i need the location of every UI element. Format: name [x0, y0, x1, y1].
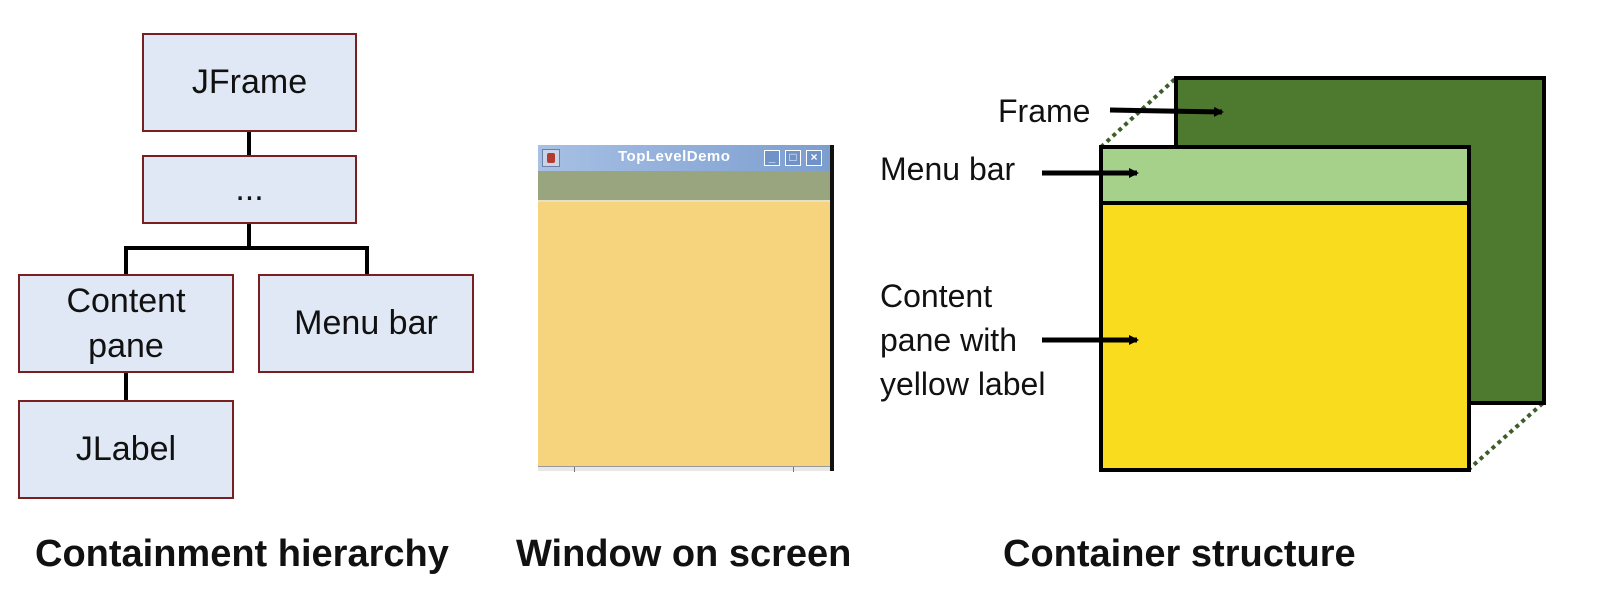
node-ellipsis-label: ... [235, 170, 264, 209]
content-pane-label-line1: Content [880, 278, 993, 314]
bottom-tick-left [574, 467, 575, 472]
node-jlabel: JLabel [18, 400, 234, 499]
bottom-tick-right [793, 467, 794, 472]
java-app-icon [542, 149, 560, 167]
maximize-icon[interactable]: □ [785, 150, 801, 166]
window-bottom-border [538, 466, 830, 472]
content-pane-label-line3: yellow label [880, 366, 1046, 402]
node-content-pane-label: Content pane [66, 282, 186, 365]
depth-edge-middle-right [1466, 132, 1545, 205]
window-content-pane [538, 202, 830, 466]
connector-to-menu-bar [365, 246, 369, 275]
toplevel-window: TopLevelDemo _ □ × [538, 145, 834, 472]
window-menu-bar[interactable] [538, 171, 830, 202]
depth-edge-bottom-right [1466, 401, 1545, 472]
frame-arrow [1109, 106, 1224, 117]
caption-window-on-screen: Window on screen [516, 533, 852, 575]
menubar-label: Menu bar [880, 151, 1016, 187]
close-icon[interactable]: × [806, 150, 822, 166]
content-pane-label-line2: pane with [880, 322, 1017, 358]
connector-horizontal [124, 246, 369, 250]
connector-ellipsis-down [247, 223, 251, 249]
minimize-icon[interactable]: _ [764, 150, 780, 166]
content-pane-layer [1099, 201, 1471, 472]
depth-edge-top-left [1099, 76, 1178, 149]
node-menu-bar-label: Menu bar [294, 304, 438, 343]
node-ellipsis: ... [142, 155, 357, 224]
node-jframe: JFrame [142, 33, 357, 132]
caption-container-structure: Container structure [1003, 533, 1356, 575]
caption-containment-hierarchy: Containment hierarchy [35, 533, 449, 575]
connector-content-pane-jlabel [124, 372, 128, 402]
connector-jframe-ellipsis [247, 131, 251, 156]
depth-edge-top-right [1466, 76, 1545, 149]
window-title-bar[interactable]: TopLevelDemo _ □ × [538, 145, 830, 171]
node-jlabel-label: JLabel [75, 430, 177, 469]
node-menu-bar: Menu bar [258, 274, 474, 373]
window-title: TopLevelDemo [618, 148, 731, 165]
node-jframe-label: JFrame [191, 63, 308, 102]
menubar-layer [1099, 145, 1471, 205]
frame-layer [1174, 76, 1546, 405]
node-content-pane: Content pane [18, 274, 234, 373]
frame-label: Frame [998, 93, 1091, 129]
connector-to-content-pane [124, 246, 128, 275]
